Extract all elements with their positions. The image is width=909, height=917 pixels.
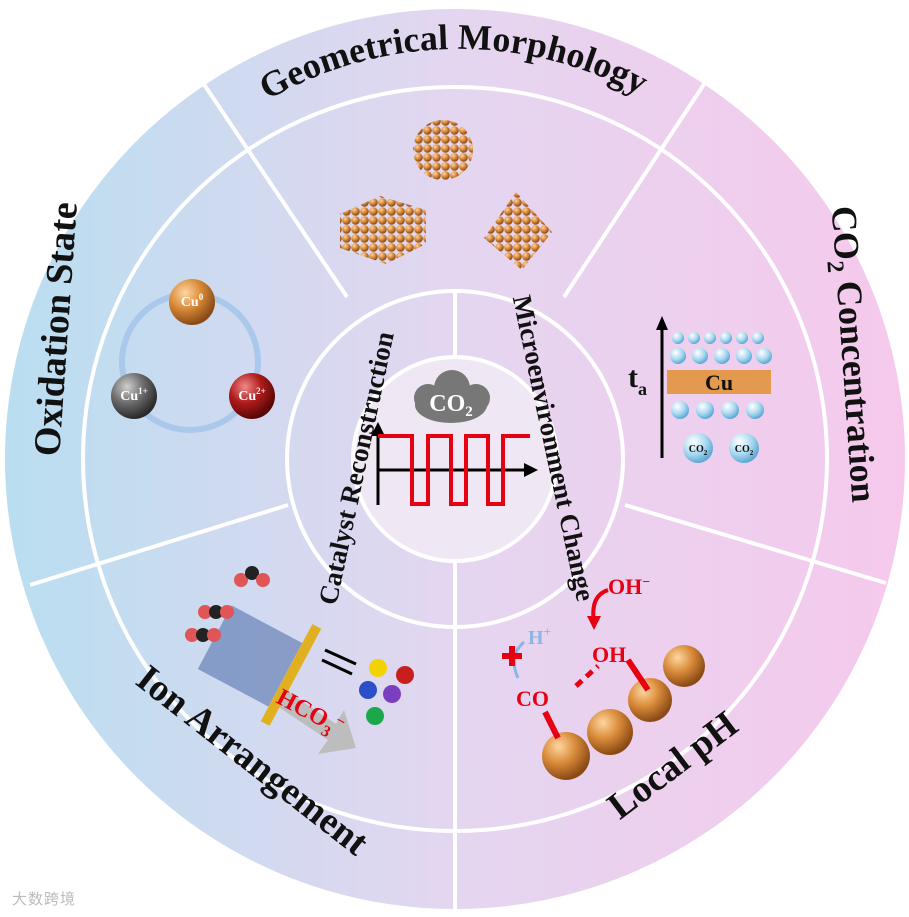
- cu1-label: Cu1+: [120, 386, 148, 404]
- cu-slab: [667, 370, 771, 394]
- ta-label: ta: [628, 361, 647, 399]
- pulse-waveform: [371, 422, 538, 506]
- co2-concentration-panel: ta Cu CO2 CO2: [628, 316, 772, 463]
- oh-label: OH: [592, 642, 626, 667]
- cu2-label: Cu2+: [238, 386, 266, 404]
- watermark: 大数跨境: [12, 890, 77, 908]
- copper-pyramid-cluster: [484, 192, 552, 270]
- outer-dividers: [29, 66, 887, 909]
- cu0-label: Cu0: [181, 292, 204, 310]
- oh-minus-label: OH−: [608, 574, 650, 599]
- oxidation-cycle: Cu0 Cu1+ Cu2+: [111, 279, 275, 433]
- co-label: CO: [516, 686, 549, 711]
- svg-text:CO2: CO2: [429, 391, 473, 420]
- copper-cube-cluster: [340, 196, 426, 264]
- svg-text:Cu: Cu: [705, 370, 733, 395]
- copper-sphere-cluster: [413, 120, 473, 180]
- local-ph-panel: OH CO OH− H+: [502, 574, 705, 780]
- co2-cloud: CO2: [414, 370, 490, 423]
- h-plus-label: H+: [528, 624, 551, 649]
- co2-bubble-label-1: CO2: [689, 444, 708, 457]
- co2-bubble-label-2: CO2: [735, 444, 754, 457]
